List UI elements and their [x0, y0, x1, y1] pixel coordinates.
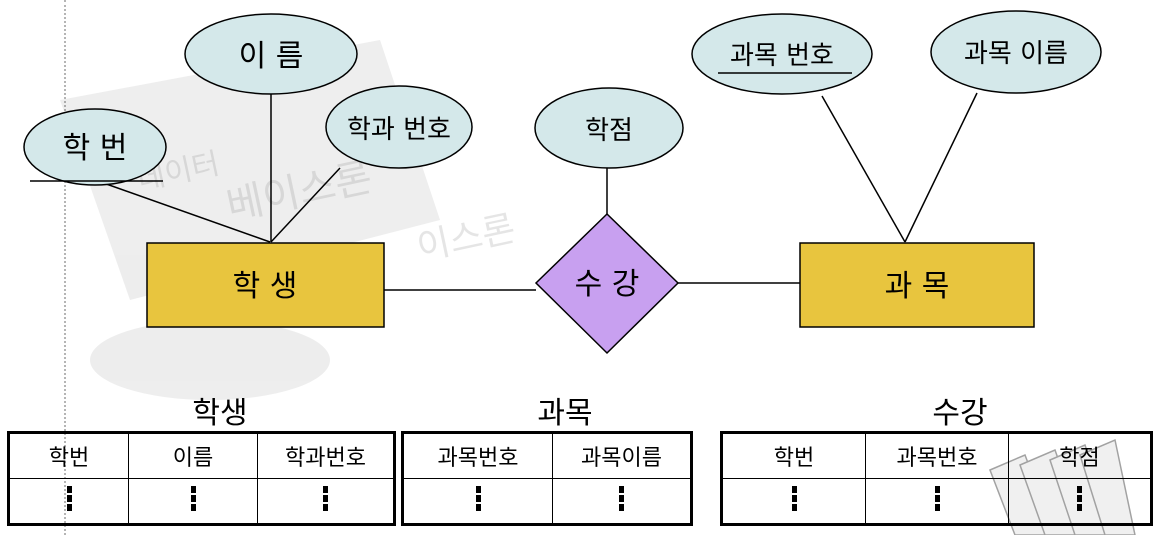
er-connector-lines: [94, 92, 978, 291]
table-title-course: 과목: [537, 396, 593, 431]
line-studentid-student: [94, 179, 271, 243]
table-cell-ellipsis: [1008, 478, 1152, 525]
table-cell-ellipsis: [865, 478, 1009, 525]
table-course: 과목번호 과목이름: [401, 431, 693, 526]
table-cell-ellipsis: [128, 478, 258, 525]
relationship-label: 수 강: [575, 267, 640, 302]
table-title-enroll: 수강: [932, 396, 988, 431]
column-header: 이름: [128, 432, 258, 479]
attribute-dept-no: 학과 번호: [325, 85, 473, 169]
table-title-student: 학생: [192, 396, 248, 431]
entity-course: 과 목: [799, 242, 1035, 328]
table-enroll: 학번 과목번호 학점: [720, 431, 1153, 526]
column-header: 과목이름: [552, 432, 692, 479]
attribute-label: 학 번: [63, 131, 128, 166]
line-coursename-course: [904, 92, 978, 243]
margin-dotted-line: [64, 0, 66, 535]
relationship-enroll: 수 강: [534, 212, 680, 355]
column-header: 학과번호: [257, 432, 395, 479]
table-cell-ellipsis: [257, 478, 395, 525]
line-dept-student: [270, 167, 341, 243]
attribute-course-name: 과목 이름: [930, 10, 1102, 94]
attribute-label: 학과 번호: [347, 115, 451, 145]
column-header: 과목번호: [865, 432, 1009, 479]
column-header: 학점: [1008, 432, 1152, 479]
column-header: 학번: [8, 432, 129, 479]
column-header: 학번: [721, 432, 866, 479]
attribute-label: 과목 이름: [964, 39, 1068, 69]
table-student: 학번 이름 학과번호: [7, 431, 396, 526]
table-cell-ellipsis: [402, 478, 553, 525]
attribute-course-no: 과목 번호: [691, 13, 873, 95]
entity-label: 과 목: [885, 269, 950, 304]
attribute-name: 이 름: [184, 13, 358, 95]
line-courseno-course: [821, 95, 906, 243]
table-cell-ellipsis: [721, 478, 866, 525]
entity-student: 학 생: [146, 242, 385, 328]
attribute-student-id: 학 번: [23, 108, 167, 186]
table-cell-ellipsis: [8, 478, 129, 525]
column-header: 과목번호: [402, 432, 553, 479]
attribute-label: 학점: [585, 116, 633, 146]
entity-label: 학 생: [233, 269, 298, 304]
table-cell-ellipsis: [552, 478, 692, 525]
attribute-grade: 학점: [534, 87, 684, 169]
attribute-label: 이 름: [239, 39, 304, 74]
attribute-label: 과목 번호: [730, 41, 834, 71]
